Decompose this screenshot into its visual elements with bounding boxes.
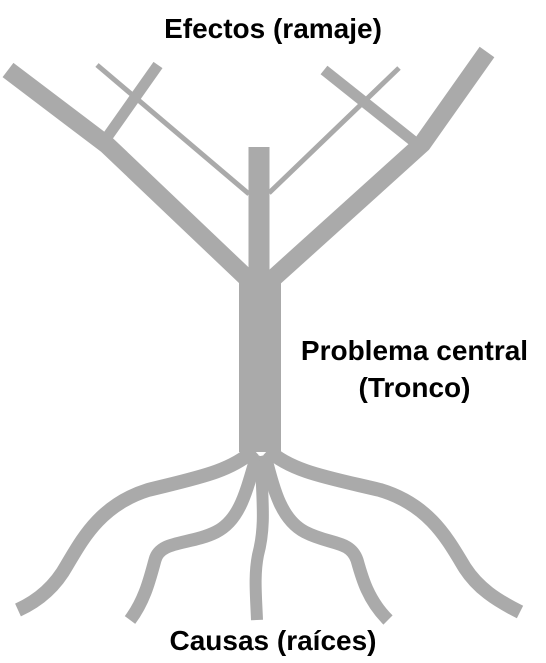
branch-right-twig [324,70,422,148]
trunk [259,147,260,452]
trunk-label-line1: Problema central [283,332,546,369]
roots [18,450,520,620]
root-center [256,460,263,620]
branches [8,52,487,283]
effects-label: Efectos (ramaje) [0,12,546,46]
branch-left-thin [97,65,249,194]
trunk-label-line2: (Tronco) [283,369,546,406]
causes-label: Causas (raíces) [0,624,546,658]
trunk-label: Problema central (Tronco) [283,332,546,406]
